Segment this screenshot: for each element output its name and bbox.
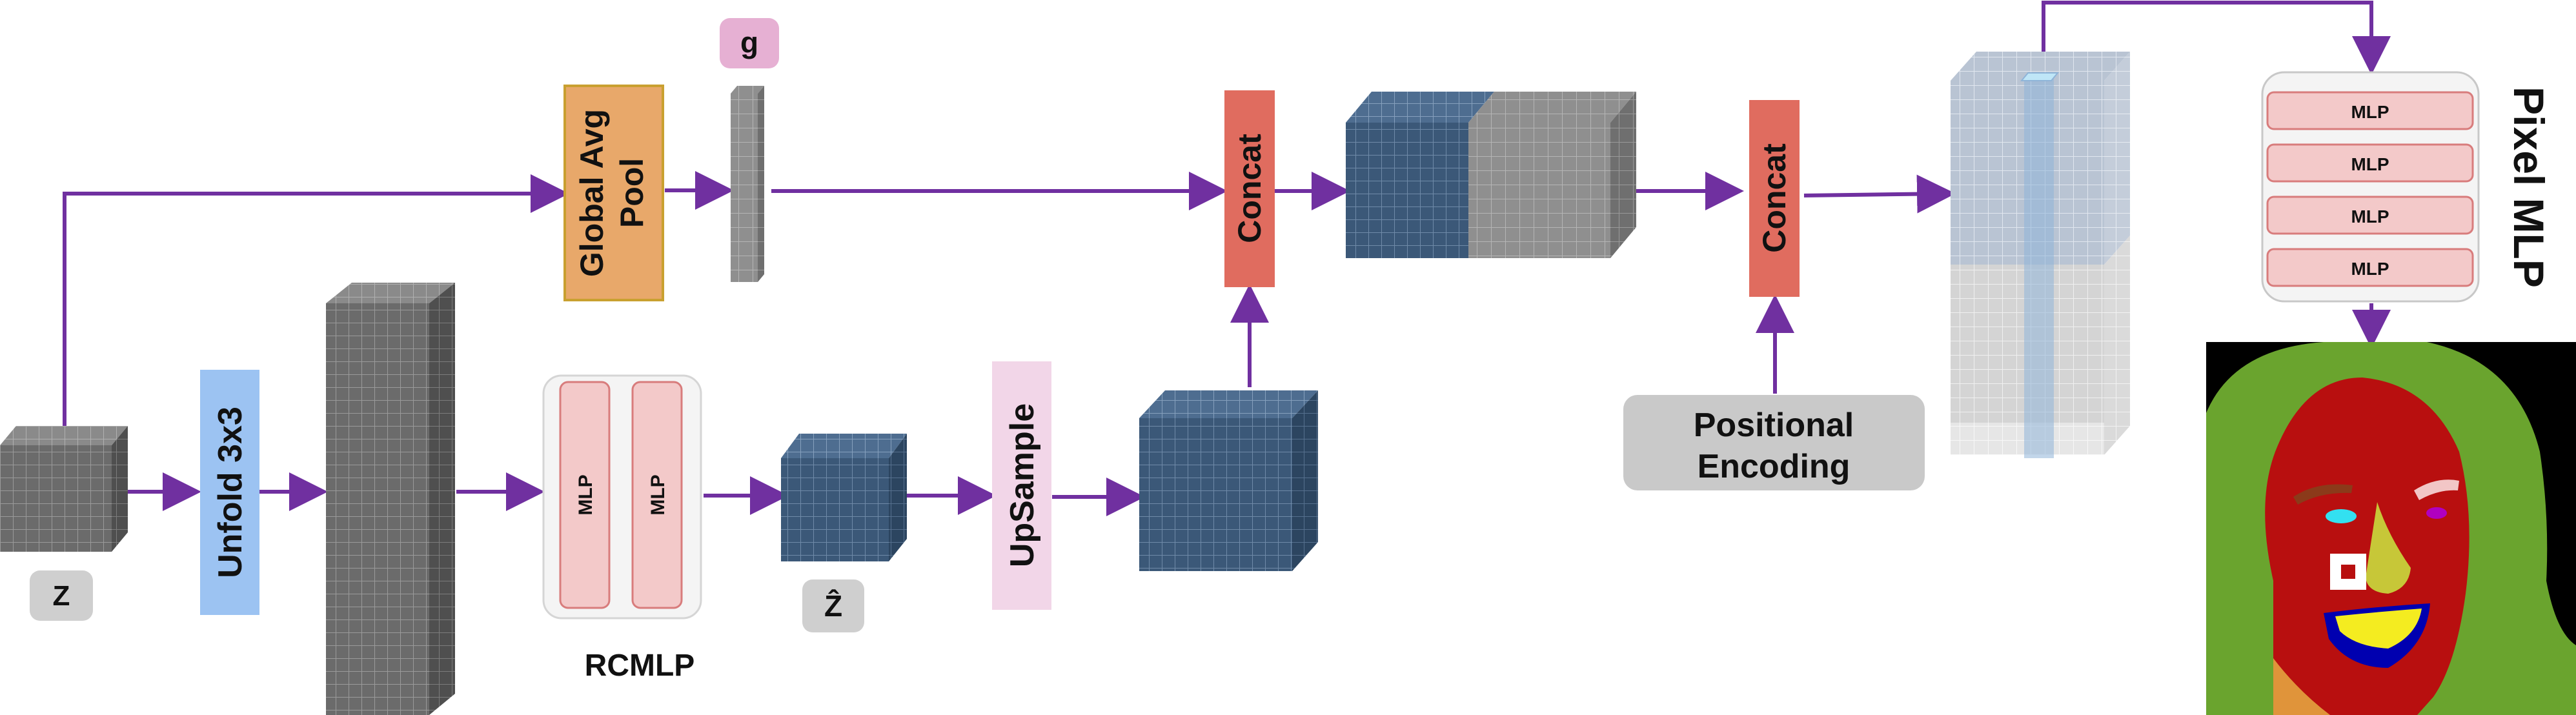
z-label: Z	[53, 580, 70, 612]
pixel-mlp-layer-3	[2266, 196, 2474, 235]
pixel-mlp-layer-label-1: MLP	[2351, 102, 2389, 122]
arrow-z-to-global-pool	[63, 174, 569, 426]
pixel-mlp-block: MLP MLP MLP MLP Pixel MLP	[2261, 71, 2553, 303]
unfold-label: Unfold 3x3	[212, 407, 249, 578]
pixel-mlp-title: Pixel MLP	[2505, 86, 2553, 288]
upsample-block: UpSample	[992, 361, 1051, 610]
concat-block-1: Concat	[1224, 90, 1275, 287]
unfold-block: Unfold 3x3	[200, 370, 259, 615]
g-badge: g	[720, 18, 779, 68]
pixel-mlp-layer-label-3: MLP	[2351, 206, 2389, 227]
concat-label-1: Concat	[1232, 134, 1268, 243]
z-hat-label: Ẑ	[824, 589, 842, 623]
concat-label-2: Concat	[1756, 143, 1792, 253]
right-brow	[2414, 479, 2459, 500]
selected-pixel-top	[2020, 72, 2060, 81]
selected-pixel-column	[2024, 76, 2054, 458]
nose-region	[2366, 502, 2411, 594]
global-avg-pool-label-line2: Pool	[614, 158, 650, 228]
segmentation-map-output	[2206, 342, 2576, 715]
g-vector	[731, 86, 764, 282]
concat-block-2: Concat	[1749, 100, 1800, 297]
pixel-mlp-layer-1	[2266, 91, 2474, 130]
z-input-cube	[0, 426, 128, 552]
global-avg-pool-block: Global Avg Pool	[563, 85, 664, 301]
query-pixel-center	[2341, 565, 2355, 579]
arrow-concat2-to-stack	[1803, 174, 1956, 214]
arrow-stack-to-pixel-mlp	[2042, 1, 2391, 75]
stacked-feature-tower	[1951, 52, 2130, 458]
positional-encoding-label-line1: Positional	[1694, 407, 1854, 444]
mouth-inner	[2335, 609, 2422, 649]
right-eye	[2426, 507, 2447, 519]
rcmlp-title: RCMLP	[585, 649, 695, 683]
g-label: g	[740, 26, 758, 59]
rcmlp-mlp-label-1: MLP	[575, 474, 596, 515]
z-hat-label-badge: Ẑ	[802, 579, 864, 632]
rcmlp-mlp-box-2	[631, 381, 683, 609]
left-brow	[2293, 484, 2353, 505]
positional-encoding-label-line2: Encoding	[1698, 448, 1851, 485]
concatenated-feature-block	[1346, 92, 1636, 258]
global-avg-pool-label-line1: Global Avg	[574, 109, 610, 277]
rcmlp-mlp-box-1	[559, 381, 611, 609]
arrows	[63, 1, 2391, 516]
z-label-badge: Z	[30, 570, 93, 621]
rcmlp-mlp-label-2: MLP	[647, 474, 669, 515]
left-eye	[2326, 509, 2357, 523]
upsampled-cube	[1139, 390, 1318, 571]
pixel-mlp-layer-label-4: MLP	[2351, 259, 2389, 279]
z-hat-cube	[781, 434, 907, 561]
unfolded-feature-column	[326, 283, 455, 715]
pixel-mlp-layer-2	[2266, 143, 2474, 183]
neck-region	[2273, 658, 2330, 715]
positional-encoding-block: Positional Encoding	[1623, 395, 1925, 490]
rcmlp-block: MLP MLP RCMLP	[542, 374, 702, 683]
pixel-mlp-layer-label-2: MLP	[2351, 154, 2389, 174]
pixel-mlp-layer-4	[2266, 248, 2474, 287]
upsample-label: UpSample	[1004, 403, 1041, 567]
